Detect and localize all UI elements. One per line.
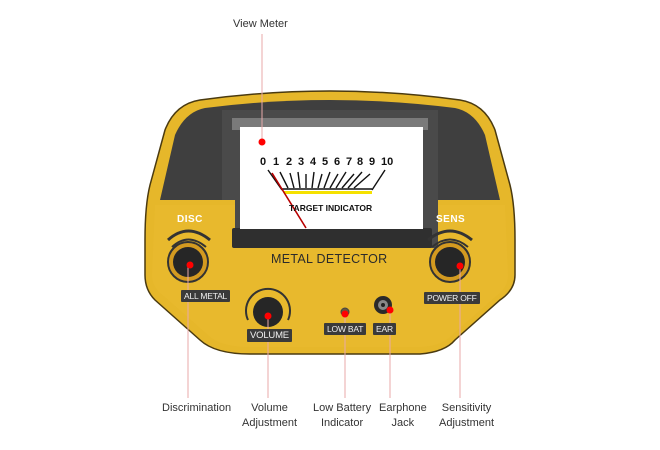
callout-volume: Volume Adjustment bbox=[242, 401, 297, 431]
callout-earphone: Earphone Jack bbox=[379, 401, 427, 431]
meter-needle bbox=[271, 172, 307, 229]
brand-label: METAL DETECTOR bbox=[271, 252, 388, 266]
callout-sensitivity-line2: Adjustment bbox=[439, 417, 495, 429]
scale-8: 8 bbox=[357, 156, 364, 168]
callout-volume-line1: Volume bbox=[251, 402, 288, 414]
scale-2: 2 bbox=[286, 156, 293, 168]
scale-0: 0 bbox=[260, 156, 267, 168]
ear-label: EAR bbox=[373, 323, 396, 335]
volume-knob bbox=[253, 297, 283, 327]
volume-label: VOLUME bbox=[247, 329, 292, 342]
callout-discrimination: Discrimination bbox=[162, 402, 232, 414]
disc-knob bbox=[173, 247, 203, 277]
sens-title: SENS bbox=[436, 214, 466, 225]
view-meter-dot bbox=[258, 138, 266, 146]
callout-view-meter: View Meter bbox=[233, 18, 288, 30]
volume-dot bbox=[264, 312, 272, 320]
callout-volume-line2: Adjustment bbox=[242, 417, 298, 429]
scale-3: 3 bbox=[298, 156, 305, 168]
scale-7: 7 bbox=[346, 156, 353, 168]
scale-10: 10 bbox=[381, 156, 394, 168]
scale-6: 6 bbox=[334, 156, 341, 168]
callout-sensitivity-line1: Sensitivity bbox=[441, 402, 492, 414]
callout-earphone-line2: Jack bbox=[391, 417, 415, 429]
power-off-label: POWER OFF bbox=[424, 292, 480, 304]
callout-low-battery-line2: Indicator bbox=[320, 417, 364, 429]
meter-face bbox=[240, 127, 423, 229]
callout-low-battery-line1: Low Battery bbox=[313, 402, 372, 414]
disc-dot bbox=[186, 261, 194, 269]
target-indicator-label: TARGET INDICATOR bbox=[289, 203, 373, 213]
callout-sensitivity: Sensitivity Adjustment bbox=[439, 401, 494, 431]
sens-knob bbox=[435, 247, 465, 277]
callout-earphone-line1: Earphone bbox=[379, 402, 427, 414]
callout-low-battery: Low Battery Indicator bbox=[313, 401, 371, 431]
scale-4: 4 bbox=[310, 156, 317, 168]
scale-9: 9 bbox=[369, 156, 376, 168]
scale-1: 1 bbox=[273, 156, 280, 168]
low-bat-label: LOW BAT bbox=[324, 323, 367, 335]
low-bat-dot bbox=[341, 310, 349, 318]
ear-dot bbox=[386, 306, 394, 314]
scale-5: 5 bbox=[322, 156, 329, 168]
all-metal-label: ALL METAL bbox=[181, 290, 231, 302]
sens-dot bbox=[456, 262, 464, 270]
meter-yellow-bar bbox=[284, 191, 372, 194]
disc-title: DISC bbox=[177, 214, 203, 225]
